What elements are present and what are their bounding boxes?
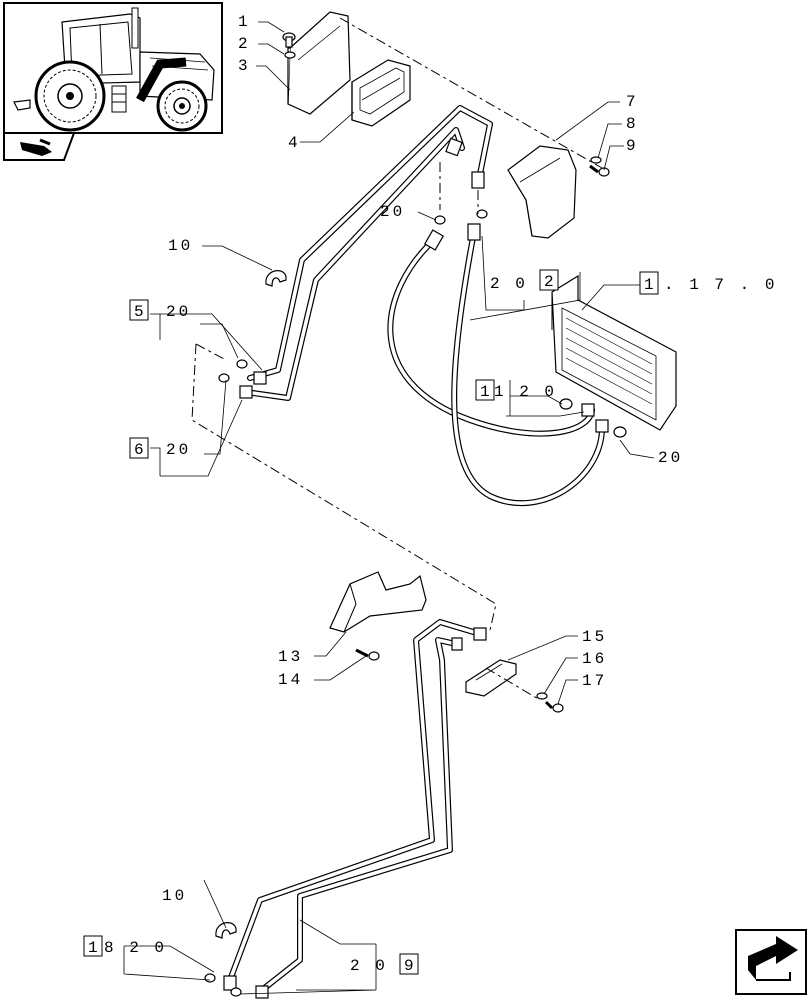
svg-text:1: 1 bbox=[88, 939, 101, 957]
cross-reference-1-17-0: 1 . 1 7 . 0 bbox=[639, 271, 777, 295]
callout-3: 3 bbox=[238, 57, 251, 75]
bolt-14 bbox=[355, 648, 380, 661]
oil-cooler bbox=[551, 274, 677, 431]
bracket-3 bbox=[287, 11, 351, 115]
svg-text:20: 20 bbox=[166, 441, 191, 459]
svg-text:2 0 1: 2 0 1 bbox=[350, 957, 413, 975]
svg-text:6: 6 bbox=[134, 441, 147, 459]
flexible-hoses bbox=[387, 229, 605, 507]
leader-lines bbox=[123, 21, 655, 995]
callout-4: 4 bbox=[288, 134, 301, 152]
guard-7 bbox=[507, 145, 577, 239]
hydraulic-symbol-icon bbox=[3, 132, 76, 161]
callout-20-right: 20 bbox=[658, 449, 683, 467]
callout-2: 2 bbox=[238, 35, 251, 53]
bracket-13 bbox=[329, 571, 427, 633]
upper-rigid-pipes bbox=[243, 105, 493, 401]
svg-text:9: 9 bbox=[404, 957, 417, 975]
lower-rigid-pipes bbox=[223, 619, 487, 999]
callout-7: 7 bbox=[626, 93, 639, 111]
callout-1: 1 bbox=[238, 13, 251, 31]
callout-10-bottom: 10 bbox=[162, 887, 187, 905]
reference-20-19: 2 0 1 9 bbox=[350, 953, 419, 975]
svg-text:5: 5 bbox=[134, 303, 147, 321]
svg-text:8 2 0: 8 2 0 bbox=[104, 939, 167, 957]
reference-18-20: 1 8 2 0 bbox=[83, 935, 167, 957]
svg-text:2: 2 bbox=[544, 273, 557, 291]
callout-16: 16 bbox=[582, 650, 607, 668]
callout-labels: 1 2 3 4 7 8 9 10 20 20 10 13 14 15 16 17 bbox=[162, 13, 683, 905]
bolt-9 bbox=[589, 164, 610, 177]
next-page-arrow-icon[interactable] bbox=[735, 929, 807, 995]
bolt-1 bbox=[282, 32, 296, 48]
callout-13: 13 bbox=[278, 648, 303, 666]
clip-10-top bbox=[265, 270, 287, 287]
callout-10-top: 10 bbox=[168, 237, 193, 255]
callout-14: 14 bbox=[278, 671, 303, 689]
svg-text:1: 1 bbox=[480, 383, 493, 401]
clamp-4 bbox=[351, 59, 411, 127]
svg-text:1: 1 bbox=[644, 276, 657, 294]
svg-text:20: 20 bbox=[166, 303, 191, 321]
washer-2 bbox=[284, 51, 296, 59]
callout-9: 9 bbox=[626, 137, 639, 155]
callout-17: 17 bbox=[582, 672, 607, 690]
reference-11-20: 1 1 2 0 bbox=[475, 379, 557, 401]
callout-15: 15 bbox=[582, 628, 607, 646]
washer-16 bbox=[536, 692, 548, 700]
svg-text:2 0 1: 2 0 1 bbox=[490, 275, 553, 293]
svg-text:1 2 0: 1 2 0 bbox=[494, 383, 557, 401]
svg-text:. 1 7 . 0: . 1 7 . 0 bbox=[664, 276, 777, 294]
reference-5-20: 5 20 bbox=[129, 299, 191, 321]
clip-10-bottom bbox=[215, 922, 237, 939]
assembly-lines bbox=[191, 17, 603, 701]
reference-20-12: 2 0 1 2 bbox=[490, 269, 559, 293]
washer-8 bbox=[590, 156, 602, 164]
callout-20-a: 20 bbox=[380, 203, 405, 221]
hose-fittings bbox=[239, 137, 609, 433]
tractor-thumbnail-icon bbox=[3, 2, 223, 134]
reference-6-20: 6 20 bbox=[129, 437, 191, 459]
bolt-17 bbox=[544, 700, 564, 713]
lower-seal-rings bbox=[204, 973, 242, 997]
seal-rings bbox=[218, 209, 627, 438]
clamp-15 bbox=[465, 659, 517, 697]
callout-8: 8 bbox=[626, 115, 639, 133]
